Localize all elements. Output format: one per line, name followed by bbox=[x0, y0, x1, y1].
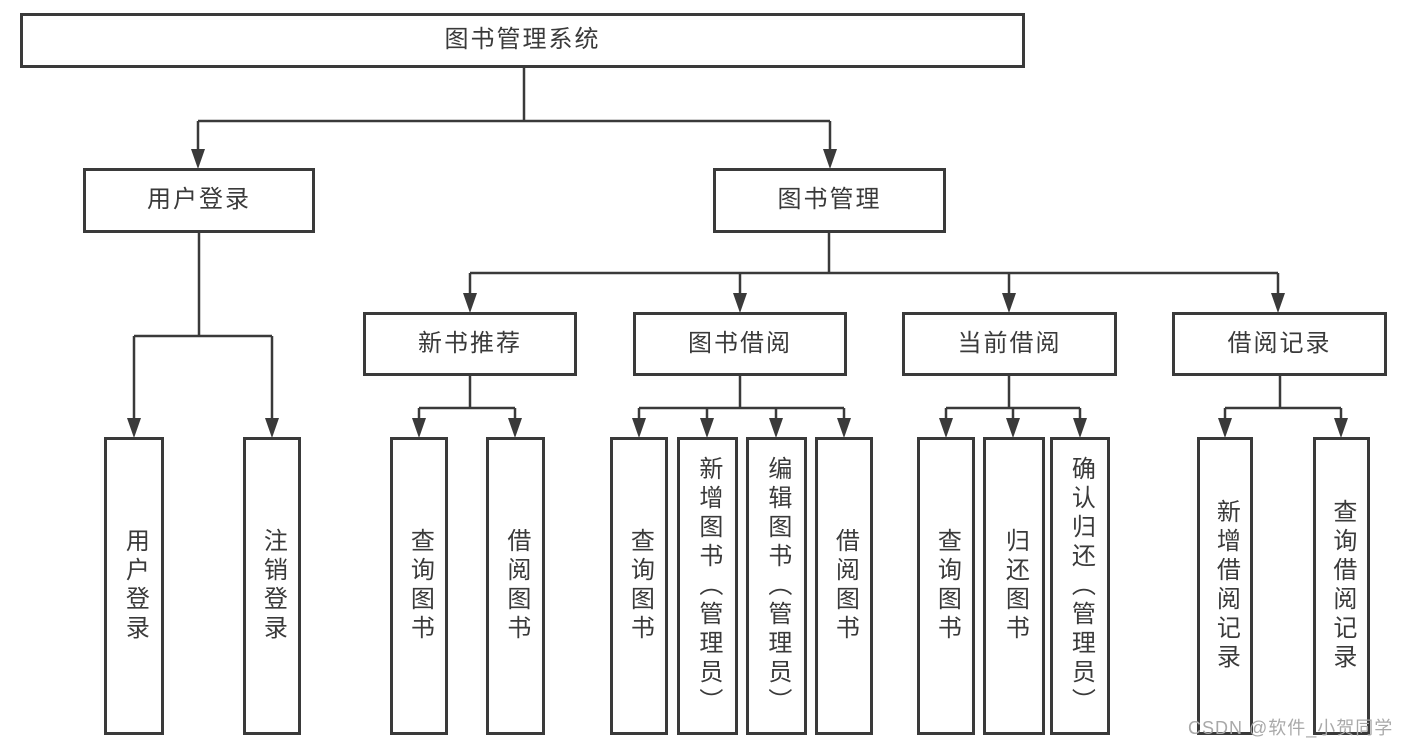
leaf-add-borrow-record: 新增借阅记录 bbox=[1197, 437, 1253, 735]
connector-borrow-records-branch bbox=[1223, 376, 1343, 420]
node-book-borrow: 图书借阅 bbox=[633, 312, 847, 376]
leaf-user-login: 用户登录 bbox=[104, 437, 164, 735]
connector-line bbox=[417, 376, 517, 420]
leaf-query-borrow-record: 查询借阅记录 bbox=[1313, 437, 1370, 735]
connector-line bbox=[637, 376, 846, 420]
leaf-borrow-books: 借阅图书 bbox=[815, 437, 873, 735]
arrowheads-borrow-records bbox=[1218, 418, 1348, 438]
leaf-edit-book-admin: 编辑图书（管理员） bbox=[746, 437, 807, 735]
connector-user-login-branch bbox=[132, 233, 274, 420]
leaf-query-books-current: 查询图书 bbox=[917, 437, 975, 735]
leaf-logout-login: 注销登录 bbox=[243, 437, 301, 735]
arrowheads-book-management bbox=[463, 293, 1285, 313]
leaf-return-books: 归还图书 bbox=[983, 437, 1045, 735]
node-root-system: 图书管理系统 bbox=[20, 13, 1025, 68]
arrowheads-book-borrow bbox=[632, 418, 851, 438]
connector-book-borrow-branch bbox=[637, 376, 846, 420]
watermark-text: CSDN @软件_小贺同学 bbox=[1188, 718, 1394, 738]
leaf-query-books-borrow: 查询图书 bbox=[610, 437, 668, 735]
leaf-query-books-recommend: 查询图书 bbox=[390, 437, 448, 735]
node-borrow-records: 借阅记录 bbox=[1172, 312, 1387, 376]
connector-new-book-branch bbox=[417, 376, 517, 420]
connector-line bbox=[1223, 376, 1343, 420]
arrowheads-root bbox=[191, 149, 837, 169]
arrowheads-current-borrow bbox=[939, 418, 1087, 438]
arrowheads-new-book bbox=[412, 418, 522, 438]
connector-line bbox=[196, 68, 832, 151]
node-new-book-recommend: 新书推荐 bbox=[363, 312, 577, 376]
arrowheads-user-login bbox=[127, 418, 279, 438]
node-book-management: 图书管理 bbox=[713, 168, 946, 233]
connector-line bbox=[468, 233, 1280, 295]
node-current-borrow: 当前借阅 bbox=[902, 312, 1117, 376]
connector-current-borrow-branch bbox=[944, 376, 1082, 420]
leaf-borrow-books-recommend: 借阅图书 bbox=[486, 437, 545, 735]
node-user-login: 用户登录 bbox=[83, 168, 315, 233]
leaf-add-book-admin: 新增图书（管理员） bbox=[677, 437, 738, 735]
connector-root-to-level2 bbox=[196, 68, 832, 151]
connector-book-management-branch bbox=[468, 233, 1280, 295]
connector-line bbox=[944, 376, 1082, 420]
connector-line bbox=[132, 233, 274, 420]
leaf-confirm-return-admin: 确认归还（管理员） bbox=[1050, 437, 1110, 735]
